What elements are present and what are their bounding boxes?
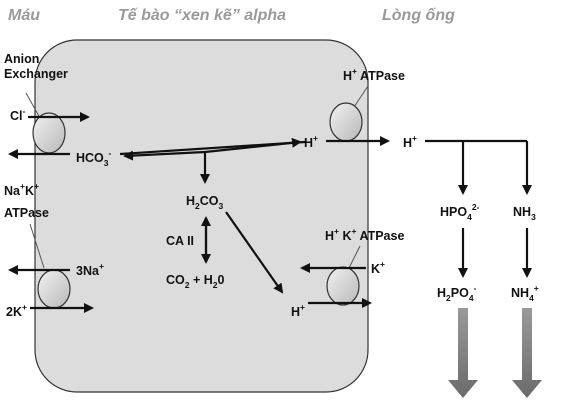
anion-exchanger-label: Anion Exchanger xyxy=(4,52,68,81)
na-k-atpase-transporter xyxy=(37,269,71,309)
co2-h2o-molecules: CO2 + H20 xyxy=(166,273,225,290)
h2po4-molecule: H2PO4- xyxy=(437,283,477,303)
nh4-excretion-arrow xyxy=(512,308,542,398)
hk-atpase-label: H+ K+ ATPase xyxy=(325,226,404,243)
na-k-atpase-label-line2: ATPase xyxy=(4,206,49,220)
h2co3-to-h-bottom-arrow xyxy=(225,211,284,294)
ca-ii-label: CA II xyxy=(166,234,194,248)
h2co3-molecule: H2CO3 xyxy=(186,194,224,211)
h-top-ion: H+ xyxy=(304,133,318,150)
k-lumen-ion: K+ xyxy=(371,259,385,276)
two-k-ion: 2K+ xyxy=(6,302,27,319)
na-k-atpase-pointer xyxy=(29,223,45,269)
header-blood: Máu xyxy=(8,7,40,24)
header-cell: Tế bào “xen kẽ” alpha xyxy=(118,7,286,24)
h2po4-excretion-arrow xyxy=(448,308,478,398)
alpha-intercalated-cell xyxy=(34,39,369,393)
h-atpase-label: H+ ATPase xyxy=(343,66,405,83)
na-k-atpase-label-line1: Na+K+ xyxy=(4,181,39,198)
three-na-ion: 3Na+ xyxy=(76,261,104,278)
hpo4-molecule: HPO42- xyxy=(440,202,480,222)
anion-exchanger-transporter xyxy=(32,112,66,154)
h-bottom-ion: H+ xyxy=(291,302,305,319)
to-hco3-arrow xyxy=(123,150,206,161)
nh3-molecule: NH3 xyxy=(513,205,536,222)
hco3-ion: HCO3- xyxy=(76,148,112,168)
anion-exchanger-pointer xyxy=(25,92,41,119)
header-lumen: Lòng ống xyxy=(382,7,455,24)
nh4-molecule: NH4+ xyxy=(511,283,539,303)
h-atpase-transporter xyxy=(329,102,363,142)
cl-ion: Cl- xyxy=(10,106,26,123)
to-h-top-arrow xyxy=(204,137,302,154)
anion-exchanger-label-line2: Exchanger xyxy=(4,67,68,81)
h-lumen-ion: H+ xyxy=(403,133,417,150)
hk-atpase-pointer xyxy=(347,245,361,271)
hk-atpase-transporter xyxy=(326,266,360,306)
